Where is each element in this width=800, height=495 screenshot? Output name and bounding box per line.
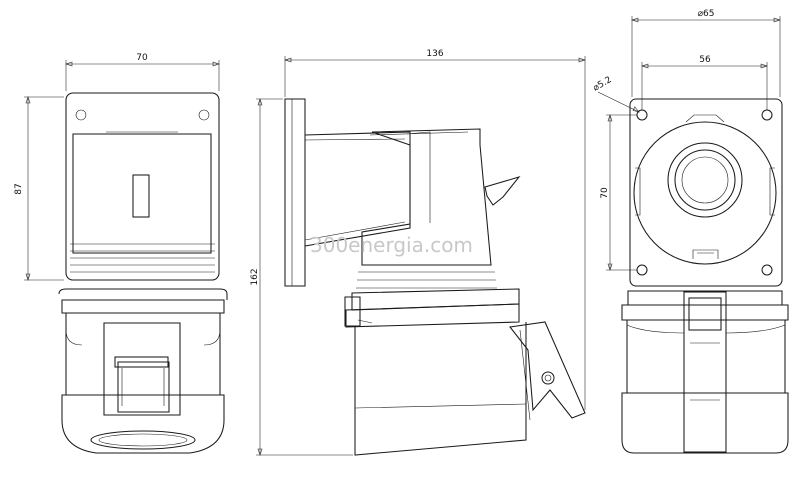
dim-rear-diameter: ⌀65 xyxy=(698,9,715,19)
dim-side-height: 162 xyxy=(250,268,260,285)
dim-rear-hole-spacing-v: 70 xyxy=(600,187,610,199)
dim-front-height: 87 xyxy=(14,183,24,194)
dim-rear-hole-spacing-h: 56 xyxy=(699,55,711,65)
rear-view xyxy=(621,98,789,454)
dim-rear-hole-diameter: ⌀5.2 xyxy=(592,75,614,94)
dim-front-width: 70 xyxy=(136,53,148,63)
front-dimensions: 70 87 xyxy=(14,53,220,281)
dim-side-length: 136 xyxy=(426,49,443,59)
front-view xyxy=(58,92,228,454)
rear-dimensions: ⌀65 56 70 ⌀5.2 xyxy=(592,9,781,271)
side-view xyxy=(284,98,586,456)
side-dimensions: 136 162 xyxy=(250,49,586,456)
watermark-text: 300energia.com xyxy=(310,233,473,257)
